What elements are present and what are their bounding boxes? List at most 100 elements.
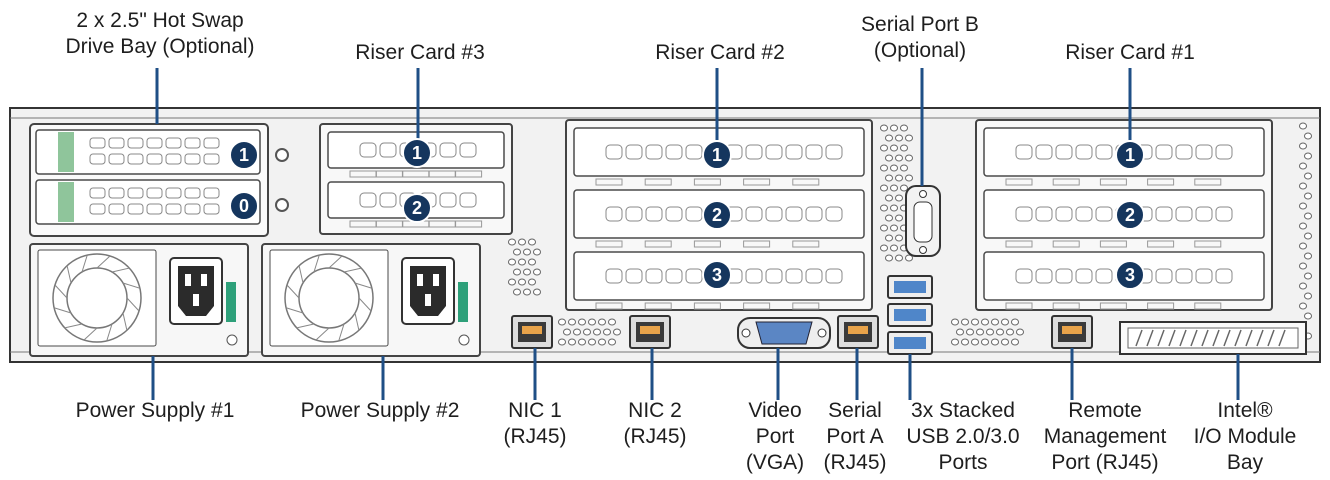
psu-release-latch — [458, 282, 468, 322]
badge-number: 1 — [1125, 145, 1135, 165]
vent-hole — [524, 249, 531, 255]
usb-port — [888, 276, 932, 298]
serial-b-screw — [920, 191, 927, 198]
label-riser-card-2: Riser Card #2 — [620, 40, 820, 66]
vent-hole — [519, 279, 526, 285]
vent-hole — [891, 225, 898, 231]
vent-hole — [891, 245, 898, 251]
vent-hole — [1305, 193, 1312, 199]
vent-hole — [896, 135, 903, 141]
vent-hole — [972, 339, 979, 345]
vent-hole — [886, 175, 893, 181]
vent-hole — [589, 339, 596, 345]
psu-fan-hub — [299, 268, 359, 328]
riser-1-slot-3-badge: 3 — [1116, 261, 1144, 289]
vent-hole — [896, 215, 903, 221]
vent-hole — [514, 249, 521, 255]
vent-hole — [1017, 329, 1024, 335]
vent-hole — [962, 339, 969, 345]
vent-hole — [997, 329, 1004, 335]
vent-hole — [886, 235, 893, 241]
badge-number: 2 — [712, 205, 722, 225]
serial-port-a — [838, 316, 878, 348]
psu-inlet-pin — [185, 274, 191, 286]
vent-hole — [1300, 263, 1307, 269]
vent-hole — [1305, 273, 1312, 279]
vent-hole — [881, 205, 888, 211]
vent-hole — [891, 165, 898, 171]
vent-hole — [534, 249, 541, 255]
vent-hole — [589, 319, 596, 325]
vent-hole — [1300, 143, 1307, 149]
badge-number: 2 — [1125, 205, 1135, 225]
vent-hole — [579, 319, 586, 325]
vent-hole — [559, 339, 566, 345]
vent-hole — [881, 125, 888, 131]
vent-hole — [599, 319, 606, 325]
serial-b-connector — [914, 202, 932, 242]
vent-hole — [891, 145, 898, 151]
vent-hole — [1012, 339, 1019, 345]
vent-hole — [1305, 153, 1312, 159]
label-serial-port-a: SerialPort A(RJ45) — [810, 398, 900, 476]
riser-2-slot-2-badge: 2 — [703, 201, 731, 229]
rj45-contacts — [1062, 326, 1082, 334]
psu-inlet-pin — [417, 274, 423, 286]
vent-hole — [514, 289, 521, 295]
vent-hole — [881, 245, 888, 251]
vent-hole — [1002, 319, 1009, 325]
vent-hole — [967, 329, 974, 335]
rj45-contacts — [522, 326, 542, 334]
psu-screw — [459, 335, 469, 345]
serial-port-b — [906, 186, 940, 256]
label-io-module-bay: Intel®I/O ModuleBay — [1180, 398, 1310, 476]
vent-hole — [579, 339, 586, 345]
vent-hole — [896, 195, 903, 201]
nic-2-port — [630, 316, 670, 348]
vent-hole — [881, 165, 888, 171]
vent-hole — [519, 259, 526, 265]
vent-grid-bottom-right — [952, 319, 1024, 345]
vent-hole — [514, 269, 521, 275]
remote-management-port — [1052, 316, 1092, 348]
vent-hole — [906, 155, 913, 161]
psu-inlet-pin — [201, 274, 207, 286]
vga-screw — [742, 329, 750, 337]
riser-2-slot-1-badge: 1 — [703, 141, 731, 169]
vent-hole — [604, 329, 611, 335]
drive-slot-0-badge: 0 — [230, 192, 258, 220]
vent-hole — [992, 319, 999, 325]
vent-hole — [534, 289, 541, 295]
vent-hole — [881, 185, 888, 191]
vent-hole — [569, 319, 576, 325]
psu-inlet-socket — [178, 266, 214, 316]
vent-hole — [1300, 303, 1307, 309]
vent-hole — [896, 235, 903, 241]
vent-hole — [896, 175, 903, 181]
vga-connector — [756, 322, 812, 344]
vent-hole — [599, 339, 606, 345]
riser-1-slot-1-badge: 1 — [1116, 141, 1144, 169]
badge-number: 0 — [239, 196, 249, 216]
vent-hole — [594, 329, 601, 335]
vent-hole — [891, 125, 898, 131]
vent-hole — [519, 239, 526, 245]
vent-hole — [534, 269, 541, 275]
vent-hole — [1300, 243, 1307, 249]
vent-hole — [886, 255, 893, 261]
badge-number: 1 — [239, 145, 249, 165]
riser-3-slot-1-badge: 1 — [403, 139, 431, 167]
label-nic-2: NIC 2(RJ45) — [610, 398, 700, 450]
usb-tongue — [894, 309, 926, 321]
vent-hole — [901, 145, 908, 151]
vent-hole — [1305, 293, 1312, 299]
vent-hole — [569, 339, 576, 345]
vent-hole — [896, 255, 903, 261]
vent-hole — [1305, 233, 1312, 239]
vga-screw — [818, 329, 826, 337]
vent-hole — [992, 339, 999, 345]
vent-hole — [957, 329, 964, 335]
vent-hole — [1300, 123, 1307, 129]
vent-hole — [1002, 339, 1009, 345]
